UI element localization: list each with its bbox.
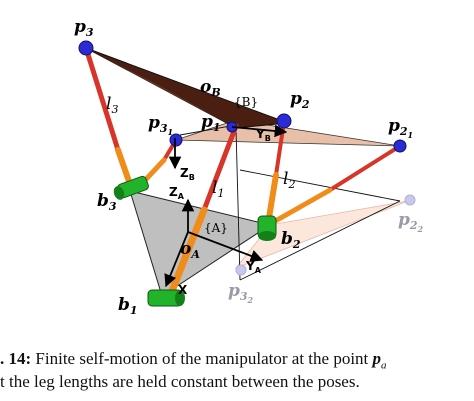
- joint-b2: [257, 215, 277, 241]
- joint-b3: [113, 175, 149, 200]
- label-oB: oB: [200, 77, 221, 99]
- label-p22: p22: [398, 210, 424, 234]
- label-zB: ZB: [180, 166, 195, 182]
- node-p2: [276, 113, 292, 129]
- platform-edge: [235, 127, 241, 281]
- label-b1: b1: [118, 295, 138, 317]
- leg-3-upper: [83, 45, 121, 153]
- leg-21-lower: [267, 187, 333, 227]
- label-p3: p3: [74, 17, 94, 39]
- node-p32: [235, 264, 247, 276]
- label-oA: oA: [180, 239, 200, 261]
- caption-figure-number: . 14:: [0, 349, 32, 368]
- label-p2: p2: [290, 89, 310, 111]
- base-triangle-faded: [234, 200, 409, 269]
- platform-dark: [85, 47, 289, 129]
- node-p21: [393, 139, 407, 153]
- node-p22: [404, 194, 416, 206]
- axis-yB-arrow: [231, 124, 288, 138]
- platform-edge: [239, 200, 401, 281]
- label-yA: YA: [245, 259, 262, 275]
- platform-edge: [239, 169, 401, 202]
- axis-xA-arrow: [164, 231, 189, 288]
- label-frameB: {B}: [234, 95, 258, 109]
- label-p21: p21: [388, 116, 413, 140]
- base-triangle: [129, 190, 272, 297]
- caption-math-symbol: p: [372, 349, 382, 368]
- label-p1: p1: [201, 112, 221, 134]
- label-l2: l2: [283, 169, 295, 191]
- caption-math-subscript: a: [381, 359, 387, 372]
- label-zA: ZA: [169, 185, 185, 201]
- label-p32: p32: [228, 281, 254, 305]
- label-b3: b3: [97, 191, 117, 213]
- caption-line-2: t the leg lengths are held constant betw…: [0, 372, 360, 391]
- label-xA: X: [178, 283, 188, 297]
- label-frameA: {A}: [204, 221, 228, 235]
- platform-dark-shade: [86, 48, 236, 128]
- label-p31: p31: [148, 113, 173, 137]
- label-yB: YB: [255, 127, 271, 143]
- node-p3: [78, 40, 94, 56]
- caption-text: Finite self-motion of the manipulator at…: [31, 349, 373, 368]
- label-b2: b2: [281, 229, 301, 251]
- node-p31: [169, 133, 183, 147]
- joint-b1: [147, 289, 185, 307]
- caption-line-1: . 14: Finite self-motion of the manipula…: [0, 349, 474, 371]
- leg-21-upper: [328, 144, 402, 192]
- label-l1: l1: [212, 178, 224, 200]
- leg-1-upper: [201, 123, 239, 213]
- label-l3: l3: [106, 94, 118, 116]
- axis-yA-arrow: [187, 231, 264, 262]
